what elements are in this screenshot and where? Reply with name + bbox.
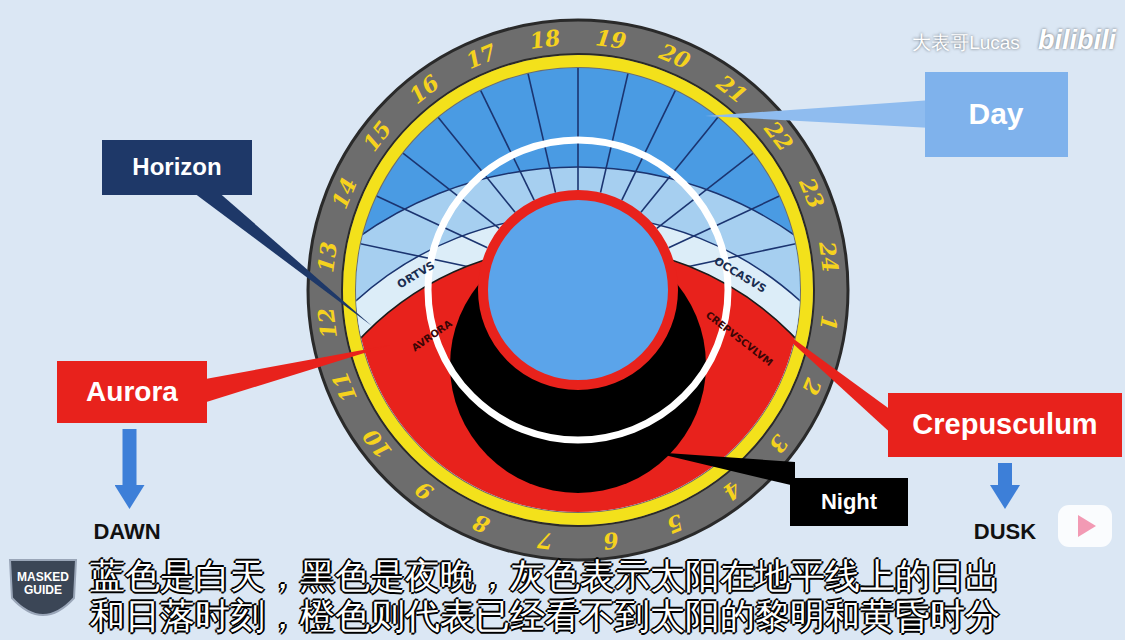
hour-line — [676, 240, 813, 269]
hour-numeral: 6 — [602, 529, 620, 553]
hour-line — [600, 56, 631, 192]
hour-numeral: 14 — [328, 175, 360, 212]
time-label: DUSK — [960, 515, 1051, 549]
flow-arrow — [123, 429, 137, 485]
subtitle: 蓝色是白天，黑色是夜晚，灰色表示太阳在地平线上的日出 和日落时刻，橙色则代表已经… — [90, 556, 1020, 636]
watermark: bilibili — [1038, 27, 1116, 54]
hour-line — [622, 74, 683, 200]
box-text: Aurora — [86, 376, 178, 408]
hour-line — [577, 50, 579, 190]
hour-numeral: 19 — [594, 26, 627, 52]
watermark: 大表哥Lucas — [912, 33, 1020, 52]
callout-box: Night — [790, 478, 908, 526]
hour-numeral: 23 — [796, 175, 828, 212]
callout-box: Aurora — [57, 361, 207, 423]
box-text: Horizon — [132, 153, 221, 181]
hour-line — [524, 56, 555, 192]
callout-box: Crepusculum — [888, 393, 1122, 457]
hour-numeral: 21 — [713, 71, 751, 107]
hour-numeral: 24 — [816, 240, 842, 273]
tropic-ring — [428, 140, 728, 440]
box-text: DAWN — [93, 519, 160, 544]
box-text: Day — [968, 97, 1023, 132]
hour-numeral: 7 — [536, 529, 554, 553]
dial-label: AVRORA — [410, 319, 454, 354]
dial-label: CREPVSCVLVM — [704, 310, 775, 368]
dial-face — [200, 50, 956, 640]
hour-numeral: 3 — [765, 431, 792, 457]
hour-line — [473, 74, 534, 200]
earth-disc — [483, 195, 673, 385]
leader-wedge — [190, 190, 372, 326]
hour-numeral: 11 — [328, 368, 360, 405]
dial-label: OCCASVS — [712, 255, 768, 294]
hour-numeral: 1 — [817, 314, 841, 332]
hour-numeral: 17 — [463, 40, 500, 72]
hour-numeral: 22 — [761, 117, 797, 155]
hour-numeral: 16 — [405, 71, 443, 107]
dial-label: ORTVS — [395, 260, 436, 291]
box-text: Crepusculum — [912, 408, 1097, 441]
hour-line — [360, 189, 487, 248]
hour-numeral: 5 — [664, 511, 687, 537]
logo-shield — [10, 560, 76, 615]
hour-numeral: 10 — [359, 425, 395, 463]
hour-numeral: 20 — [656, 40, 693, 72]
hour-numeral: 13 — [314, 240, 340, 273]
hour-numeral: 2 — [799, 376, 825, 399]
box-text: DUSK — [974, 519, 1036, 544]
hour-numeral: 18 — [528, 26, 561, 52]
leader-wedge — [765, 318, 895, 437]
hour-line — [343, 240, 480, 269]
hour-numeral: 15 — [359, 117, 395, 155]
callout-box: Horizon — [102, 140, 252, 195]
hour-numeral: 9 — [411, 477, 437, 504]
box-text: Night — [821, 489, 877, 514]
hour-numeral: 8 — [470, 511, 493, 537]
play-icon — [1058, 505, 1112, 547]
logo-text: MASKED GUIDE — [13, 571, 73, 597]
flow-arrow — [998, 463, 1012, 485]
time-label: DAWN — [79, 515, 175, 549]
hour-numeral: 12 — [314, 306, 340, 339]
hour-line — [669, 189, 796, 248]
hour-numeral: 4 — [719, 477, 745, 504]
callout-box: Day — [925, 72, 1068, 157]
leader-wedge — [652, 452, 795, 486]
leader-wedge — [200, 345, 390, 404]
